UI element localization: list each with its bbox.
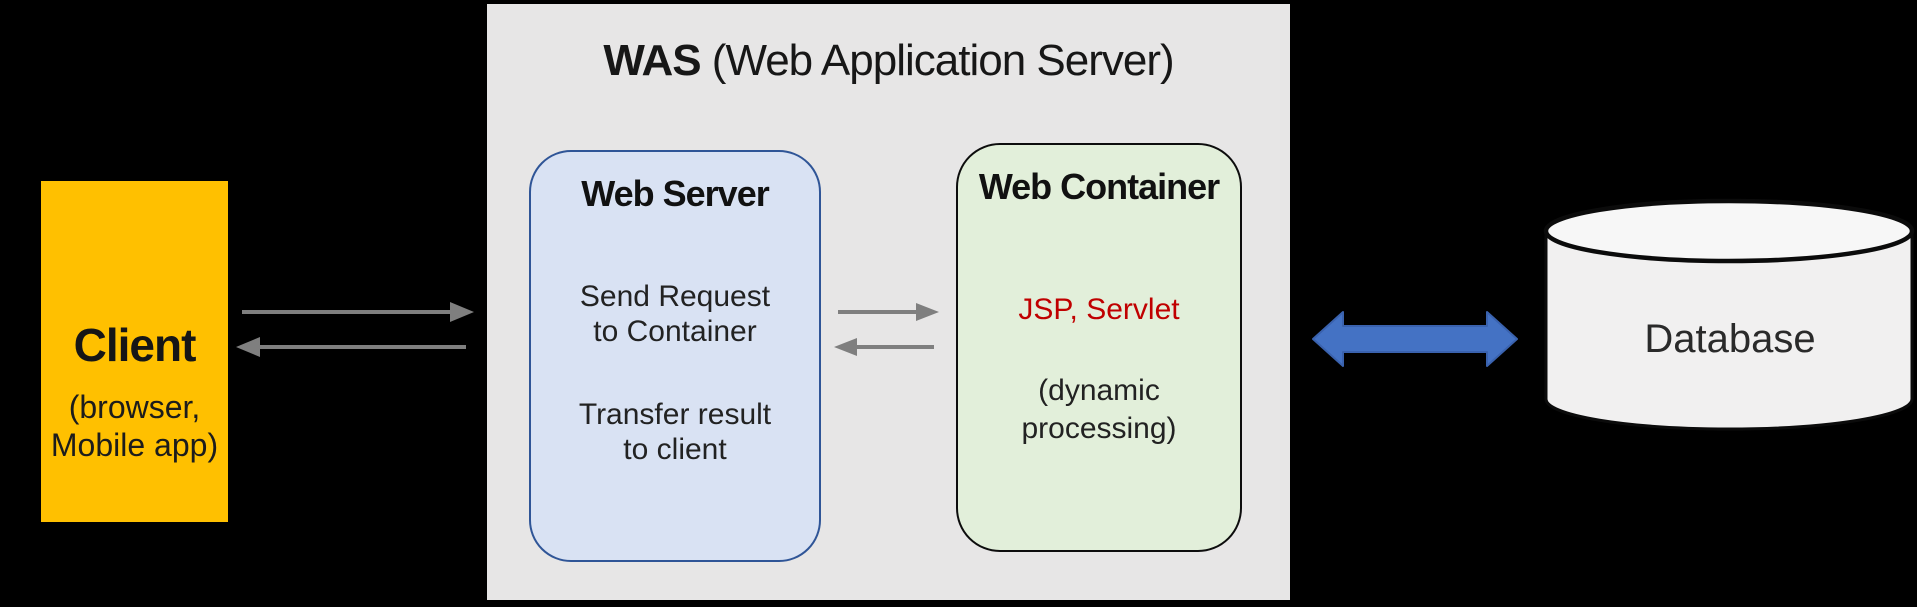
web-container-note-line1: (dynamic xyxy=(1038,374,1160,407)
client-subtitle-line2: Mobile app) xyxy=(50,427,219,463)
web-server-title: Web Server xyxy=(581,173,769,214)
web-server-request-text: Send Request to Container xyxy=(531,279,819,349)
arrow-container-to-server-icon xyxy=(834,338,934,356)
client-subtitle-line1: (browser, xyxy=(68,389,201,425)
web-server-request-line2: to Container xyxy=(593,315,757,348)
web-server-transfer-line1: Transfer result xyxy=(578,398,772,431)
was-panel: WAS (Web Application Server) Web Server … xyxy=(487,4,1290,600)
web-server-transfer-line2: to client xyxy=(623,433,727,466)
arrow-server-to-container-icon xyxy=(838,303,939,321)
web-server-request-line1: Send Request xyxy=(579,280,771,313)
client-box: Client (browser, Mobile app) xyxy=(41,181,228,522)
was-title: WAS (Web Application Server) xyxy=(487,38,1290,84)
web-container-title: Web Container xyxy=(978,166,1220,207)
web-container-note: (dynamic processing) xyxy=(958,372,1240,448)
database-cylinder-icon xyxy=(1543,198,1915,431)
client-title: Client xyxy=(73,319,197,371)
web-container-tech-label: JSP, Servlet xyxy=(1018,293,1180,326)
database-label: Database xyxy=(1644,317,1816,361)
web-server-box: Web Server Send Request to Container Tra… xyxy=(529,150,821,562)
was-title-expansion: (Web Application Server) xyxy=(700,36,1175,85)
web-server-transfer-text: Transfer result to client xyxy=(531,397,819,467)
arrow-client-to-server-icon xyxy=(242,302,474,322)
was-database-link-arrow-icon xyxy=(1312,311,1518,367)
web-container-box: Web Container JSP, Servlet (dynamic proc… xyxy=(956,143,1242,552)
client-subtitle: (browser, Mobile app) xyxy=(41,388,228,464)
arrow-server-to-client-icon xyxy=(236,337,466,357)
web-container-note-line2: processing) xyxy=(1021,412,1177,445)
was-title-acronym: WAS xyxy=(603,36,701,85)
